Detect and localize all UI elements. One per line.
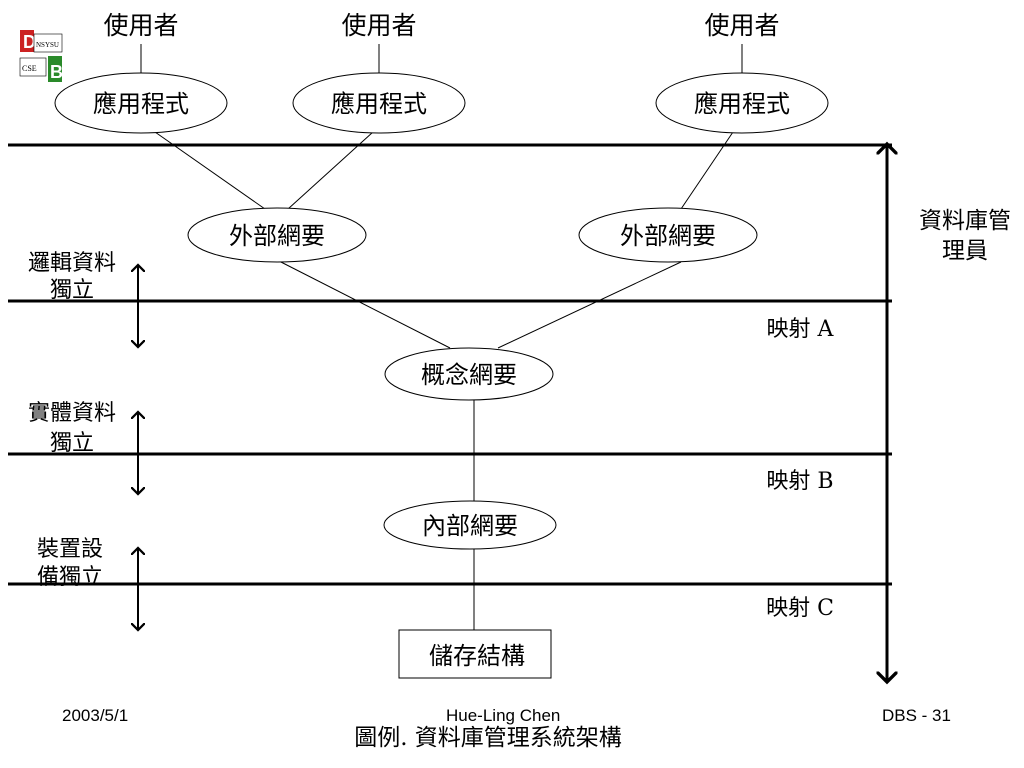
storage-structure-box: [398, 629, 552, 679]
external-schema-label-1: 外部網要: [229, 222, 325, 250]
user-label-1: 使用者: [103, 11, 178, 40]
user-label-3: 使用者: [704, 11, 779, 40]
device-independence-line2: 備獨立: [37, 565, 103, 590]
physical-independence-line2: 獨立: [50, 431, 94, 456]
connector-ext2-conceptual: [497, 261, 682, 349]
logical-independence-line1: 邏輯資料: [28, 251, 116, 276]
device-independence-line1: 裝置設: [37, 537, 103, 562]
footer-page-number: DBS - 31: [882, 706, 951, 725]
internal-schema-node: [383, 500, 557, 550]
application-node-2: [292, 72, 466, 134]
footer-date: 2003/5/1: [62, 706, 129, 725]
connector-app1-ext1: [154, 131, 266, 210]
connector-ext1-conceptual: [276, 259, 451, 349]
conceptual-schema-node: [384, 347, 554, 401]
external-schema-node-2: [578, 207, 758, 263]
logo-letter-b: B: [50, 62, 63, 82]
logo-letter-d: D: [23, 32, 36, 52]
application-node-1: [54, 72, 228, 134]
application-label-2: 應用程式: [331, 90, 427, 118]
application-node-3: [655, 72, 829, 134]
internal-schema-label: 內部網要: [422, 512, 518, 540]
dba-label-line1: 資料庫管: [919, 208, 1011, 234]
mapping-a-label: 映射 A: [767, 317, 835, 342]
external-schema-label-2: 外部網要: [620, 222, 716, 250]
storage-structure-label: 儲存結構: [429, 642, 525, 670]
footer-author: Hue-Ling Chen: [446, 706, 561, 725]
dba-label-line2: 理員: [942, 238, 988, 264]
mapping-c-label: 映射 C: [766, 596, 834, 621]
logical-independence-line2: 獨立: [50, 278, 94, 303]
connector-app2-ext1: [287, 131, 374, 210]
application-label-1: 應用程式: [93, 90, 189, 118]
physical-independence-line1: 實體資料: [28, 401, 116, 426]
logo-red-block: [20, 30, 34, 52]
figure-caption: 圖例. 資料庫管理系統架構: [354, 725, 622, 751]
logo-green-block: [48, 56, 62, 82]
connector-app3-ext2: [680, 131, 734, 210]
logo-text-top: NSYSU: [36, 41, 59, 49]
logo-text-bottom: CSE: [22, 64, 37, 73]
application-label-3: 應用程式: [694, 90, 790, 118]
mapping-b-label: 映射 B: [766, 469, 833, 494]
user-label-2: 使用者: [341, 11, 416, 40]
conceptual-schema-label: 概念網要: [421, 361, 517, 389]
external-schema-node-1: [187, 207, 367, 263]
nsysu-cse-logo: D NSYSU CSE B: [19, 30, 63, 82]
